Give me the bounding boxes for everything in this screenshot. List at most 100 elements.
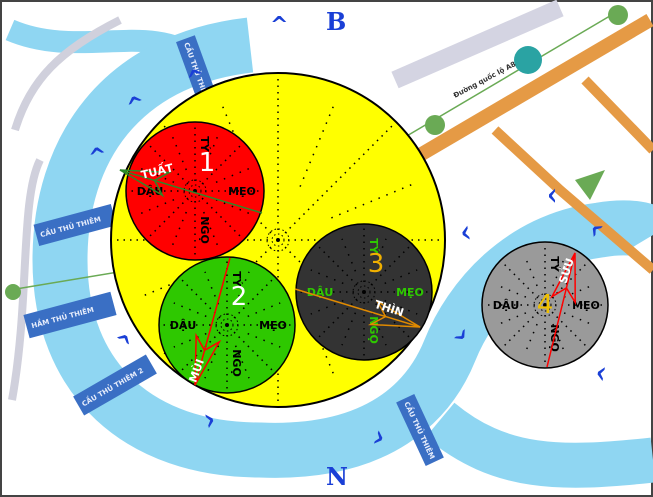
road-grey <box>11 16 122 132</box>
flow-arrow-icon: ^ <box>87 143 109 171</box>
direction-pointer <box>194 257 231 386</box>
compass-spoke <box>204 345 220 379</box>
compass-spoke <box>203 136 219 171</box>
compass-spoke <box>234 271 250 305</box>
flow-arrow-icon: ^ <box>546 187 571 205</box>
road-orange-2 <box>491 126 653 274</box>
direction-label-north: TÝ <box>230 271 243 288</box>
bridge-box <box>176 35 214 95</box>
compass-spoke <box>201 197 242 238</box>
arrowhead-icon <box>367 299 421 328</box>
compass-spoke <box>341 238 357 272</box>
bridge-box <box>33 204 117 246</box>
circle-number: 4 <box>537 290 554 320</box>
compass-spoke <box>310 269 344 285</box>
metro-line-2 <box>9 269 131 291</box>
circle-number: 3 <box>368 249 385 279</box>
landmark-icon <box>514 46 542 74</box>
metro-station-icon <box>608 5 628 25</box>
compass-spoke <box>140 199 175 215</box>
tunnel-box <box>23 291 117 339</box>
direction-label-south: NGỌ <box>230 349 243 377</box>
center-dot <box>225 323 229 327</box>
arrowhead-icon <box>549 252 576 306</box>
road-highway <box>391 0 564 89</box>
direction-label-east: MẸO <box>572 299 600 312</box>
park-icon <box>575 170 605 200</box>
compass-spoke <box>233 279 273 319</box>
river-bottom <box>425 402 653 488</box>
compass-spoke <box>247 302 281 318</box>
bridge-box <box>396 394 444 466</box>
road-orange-main <box>416 13 653 162</box>
compass-spoke <box>181 279 221 319</box>
direction-label-south: NGỌ <box>198 216 211 244</box>
direction-label-west: DẬU <box>170 319 197 332</box>
direction-pointer <box>294 288 421 328</box>
center-ring <box>538 298 552 312</box>
compass-spoke <box>247 332 281 348</box>
compass-spoke <box>234 345 250 379</box>
center-ring <box>188 184 202 198</box>
direction-label-east: MẸO <box>396 286 424 299</box>
bridge-top: CẦU THỦ THIÊM <box>176 35 214 103</box>
circle-number: 2 <box>231 282 248 312</box>
metro-station-icon <box>425 115 445 135</box>
compass-spoke <box>371 312 387 346</box>
bridge-box <box>73 354 157 416</box>
center-ring <box>266 228 290 252</box>
compass-spoke <box>201 144 242 185</box>
center-ring <box>271 233 285 247</box>
center-ring <box>220 318 234 332</box>
direction-label-west: DẬU <box>307 286 334 299</box>
compass-spoke <box>370 246 410 286</box>
compass-spoke <box>148 144 189 185</box>
compass-spoke <box>318 246 358 286</box>
metro-station-icon <box>5 284 21 300</box>
direction-label-east: MẸO <box>228 185 256 198</box>
compass-spoke <box>173 302 207 318</box>
circle-number: 1 <box>199 148 216 178</box>
compass-spoke <box>203 211 219 246</box>
compass-spoke <box>384 299 418 315</box>
compass-spoke <box>318 298 358 338</box>
direction-label-east: MẸO <box>259 319 287 332</box>
road-grey-2 <box>8 158 44 401</box>
road-orange-3 <box>581 76 653 154</box>
flow-arrow-icon: ^ <box>270 13 288 38</box>
compass-spoke <box>171 211 187 246</box>
direction-label-north: TÝ <box>548 256 561 273</box>
flow-arrow-icon: ^ <box>593 364 621 386</box>
arrowhead-icon <box>194 332 222 386</box>
compass-spoke <box>181 331 221 371</box>
center-dot <box>543 303 547 307</box>
main-spokes <box>113 75 443 405</box>
compass-spoke <box>140 167 175 183</box>
center-ring <box>183 179 207 203</box>
compass-spoke <box>310 299 344 315</box>
center-ring <box>533 293 557 317</box>
flow-arrow-icon: ^ <box>458 221 486 243</box>
direction-label-west: DẬU <box>493 299 520 312</box>
center-ring <box>352 280 376 304</box>
compass-spoke <box>341 312 357 346</box>
direction-label-north: TÝ <box>367 238 380 255</box>
direction-label-north: TÝ <box>198 136 211 153</box>
center-dot <box>276 238 280 242</box>
compass-circle-4: TÝNGỌDẬUMẸO4SỬU <box>481 241 609 369</box>
arrowhead-icon <box>119 169 173 198</box>
south-label: N <box>326 462 348 491</box>
center-ring <box>215 313 239 337</box>
north-label: B <box>326 7 346 36</box>
compass-spoke <box>171 136 187 171</box>
center-ring <box>357 285 371 299</box>
compass-spoke <box>371 238 387 272</box>
direction-pointer <box>546 252 576 368</box>
compass-spoke <box>204 271 220 305</box>
